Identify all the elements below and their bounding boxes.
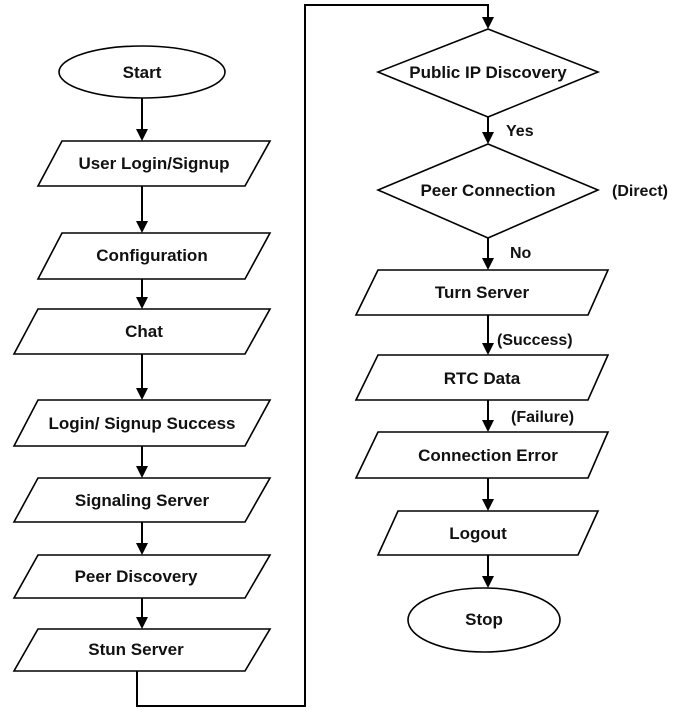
node-configuration: Configuration: [36, 232, 272, 280]
node-user-login-signup: User Login/Signup: [36, 140, 272, 187]
node-login-signup-success-label: Login/ Signup Success: [48, 414, 235, 433]
node-stun-server: Stun Server: [12, 628, 272, 672]
node-public-ip-discovery: Public IP Discovery: [375, 28, 601, 118]
node-peer-discovery: Peer Discovery: [12, 554, 272, 599]
node-connection-error: Connection Error: [354, 431, 610, 479]
connector-success-to-signaling: [136, 446, 148, 478]
connector-peer-connection-to-turn: [482, 238, 494, 270]
node-rtc-data-label: RTC Data: [444, 369, 521, 388]
node-turn-server: Turn Server: [354, 269, 610, 316]
connector-public-ip-to-peer-connection: [482, 117, 494, 144]
node-signaling-server: Signaling Server: [12, 477, 272, 523]
edge-label-yes: Yes: [506, 123, 534, 140]
connector-rtc-to-connection-error: [482, 400, 494, 432]
node-peer-connection-label: Peer Connection: [420, 181, 555, 200]
node-stun-server-label: Stun Server: [88, 640, 184, 659]
node-start-label: Start: [123, 63, 162, 82]
node-signaling-server-label: Signaling Server: [75, 491, 210, 510]
node-peer-connection: Peer Connection: [375, 143, 601, 239]
connector-connection-error-to-logout: [482, 478, 494, 511]
connector-turn-to-rtc: [482, 315, 494, 355]
edge-label-no: No: [510, 245, 532, 262]
node-chat: Chat: [12, 308, 272, 355]
node-connection-error-label: Connection Error: [418, 446, 558, 465]
node-stop: Stop: [407, 587, 561, 653]
node-configuration-label: Configuration: [96, 246, 207, 265]
edge-label-failure: (Failure): [511, 409, 574, 426]
edge-label-direct: (Direct): [612, 183, 668, 200]
connector-configuration-to-chat: [136, 279, 148, 309]
connector-login-to-configuration: [136, 186, 148, 233]
node-start: Start: [58, 45, 226, 99]
node-chat-label: Chat: [125, 322, 163, 341]
node-logout-label: Logout: [449, 524, 507, 543]
node-peer-discovery-label: Peer Discovery: [75, 567, 198, 586]
node-rtc-data: RTC Data: [354, 354, 610, 401]
connector-logout-to-stop: [482, 555, 494, 588]
connector-signaling-to-peer-discovery: [136, 522, 148, 555]
node-stop-label: Stop: [465, 610, 503, 629]
edge-label-success: (Success): [497, 332, 573, 349]
node-turn-server-label: Turn Server: [435, 283, 530, 302]
node-user-login-signup-label: User Login/Signup: [78, 154, 229, 173]
connector-peer-discovery-to-stun: [136, 598, 148, 629]
node-logout: Logout: [376, 510, 600, 556]
node-public-ip-discovery-label: Public IP Discovery: [409, 63, 567, 82]
node-login-signup-success: Login/ Signup Success: [12, 399, 272, 447]
connector-stun-to-public-ip: [136, 4, 494, 707]
connector-start-to-login: [136, 98, 148, 141]
connector-chat-to-success: [136, 354, 148, 400]
